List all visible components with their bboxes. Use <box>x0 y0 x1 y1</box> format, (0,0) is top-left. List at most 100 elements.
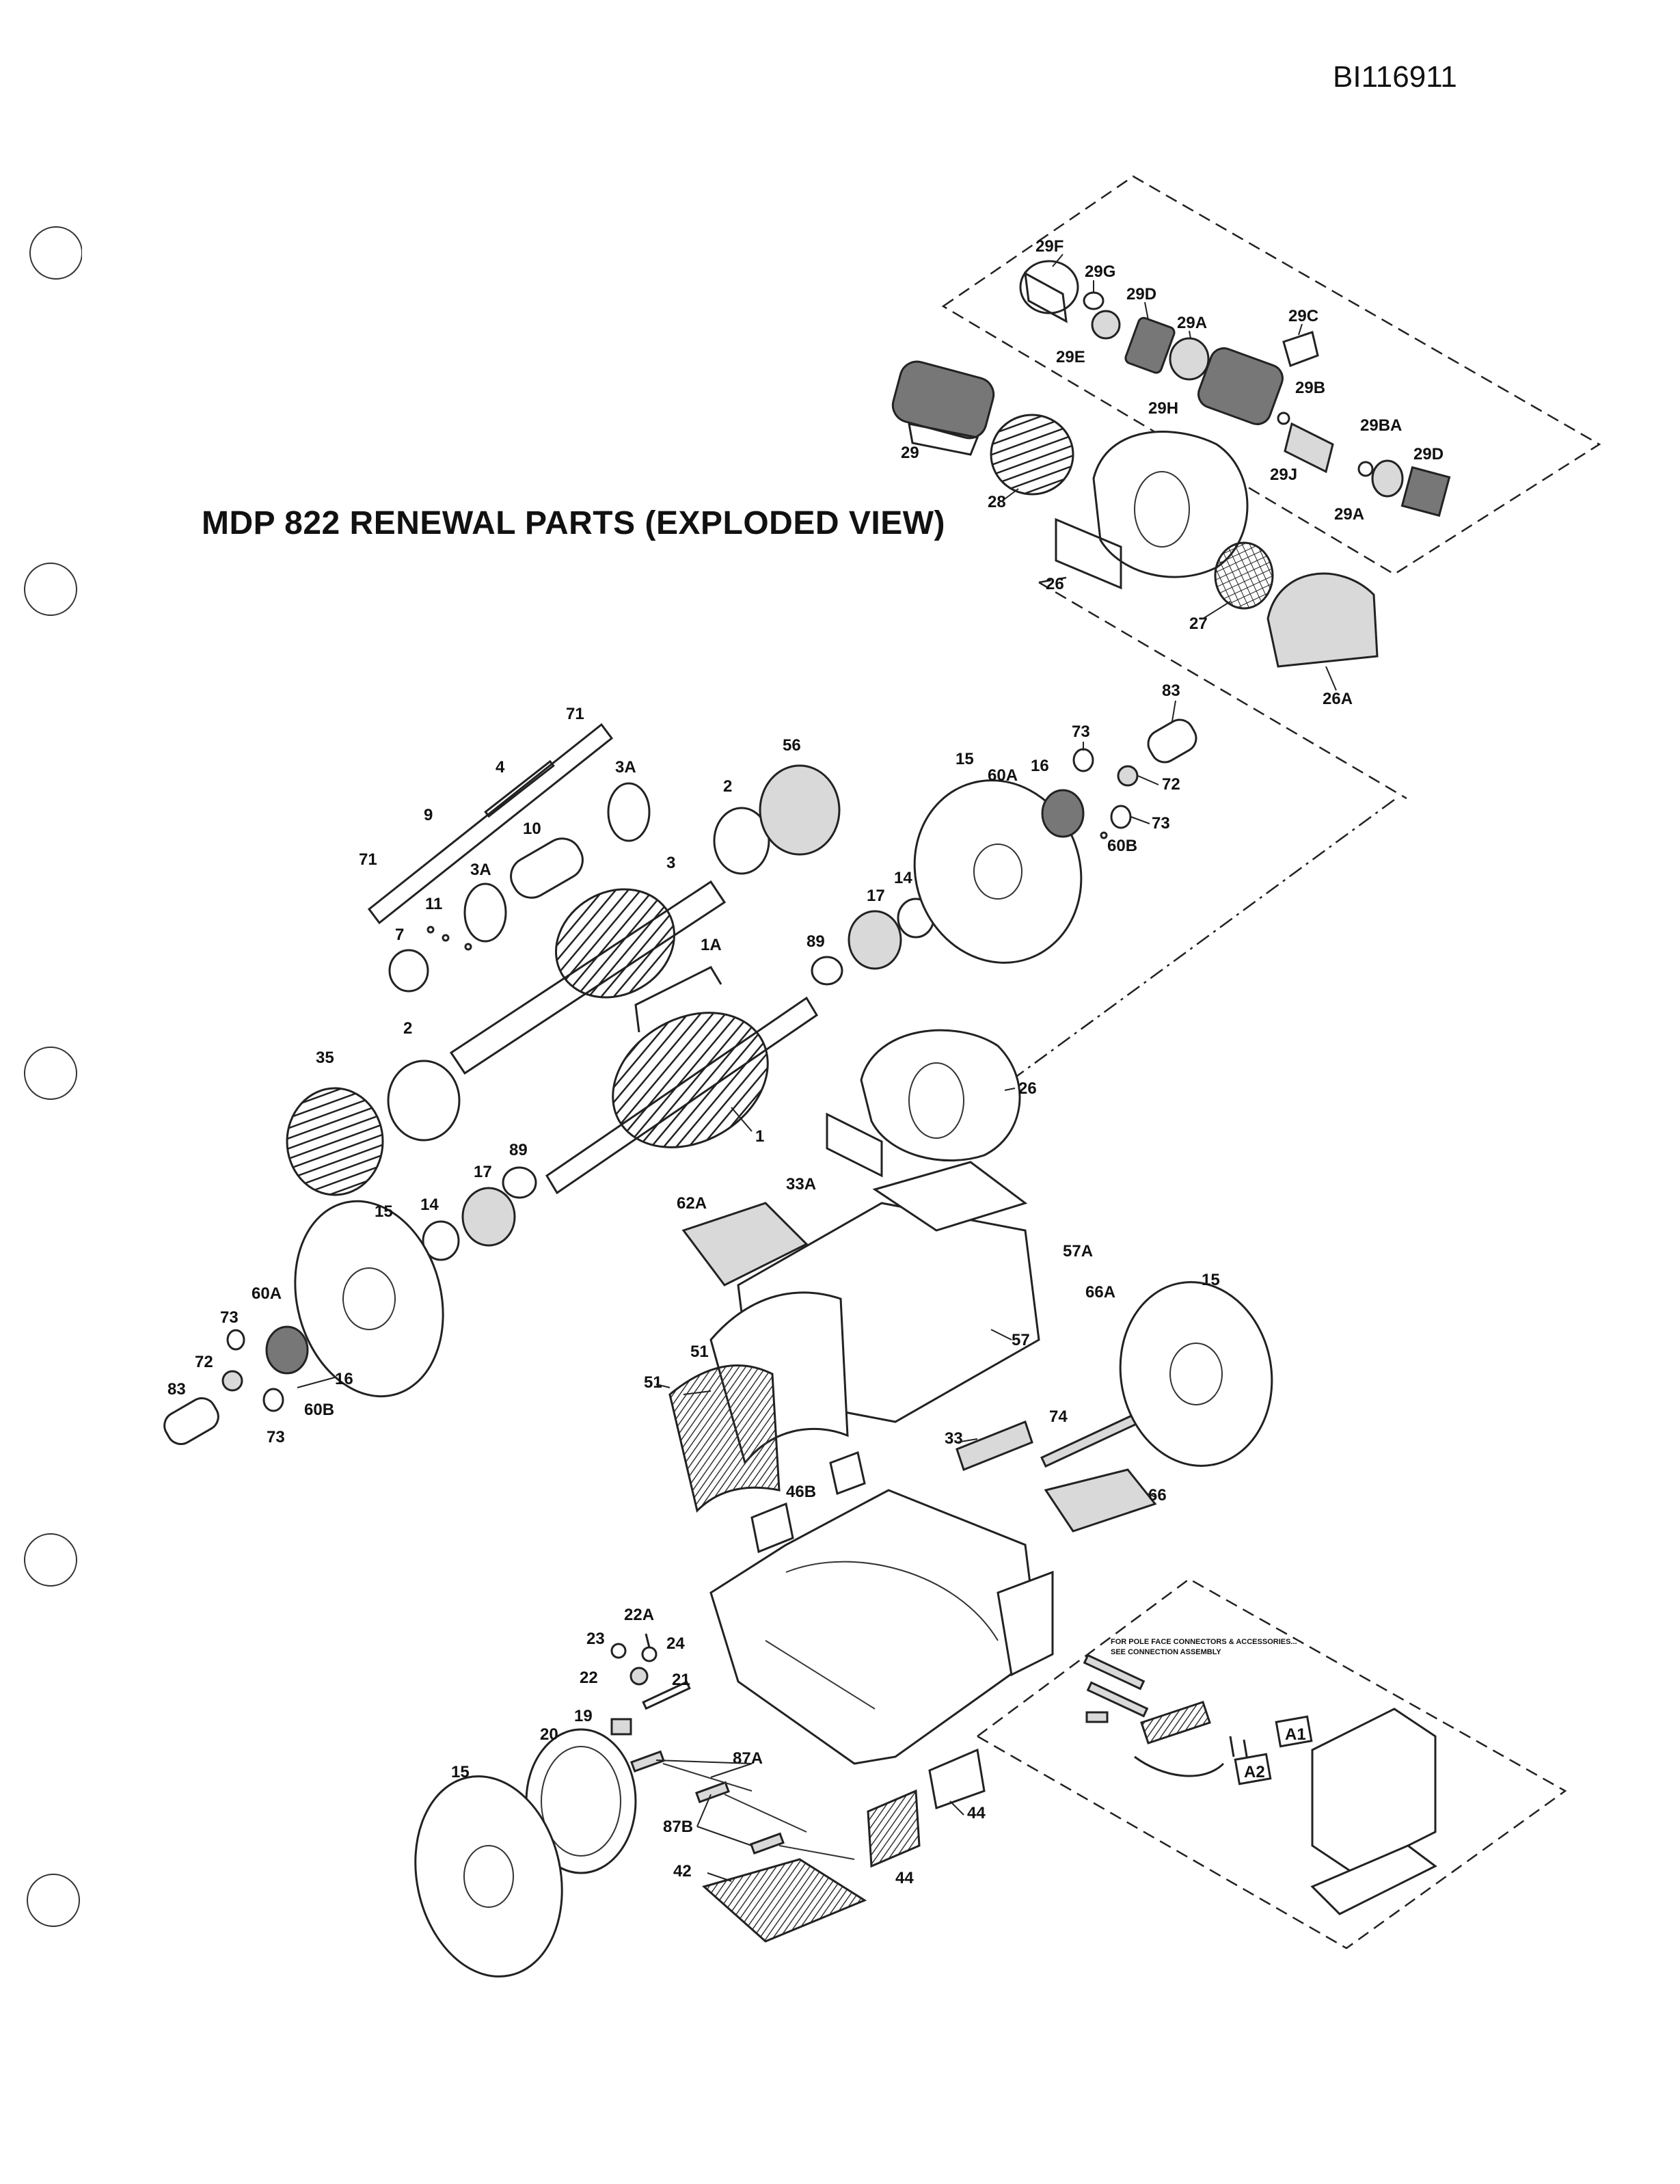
binder-holes <box>24 226 82 1927</box>
part-label: 56 <box>783 736 801 755</box>
part-label: 29C <box>1288 307 1318 325</box>
part-label: 15 <box>956 750 974 768</box>
part-label: 29G <box>1085 262 1115 281</box>
bearing-housing-16-upper <box>1041 789 1085 838</box>
cap-29a <box>1169 337 1210 381</box>
binder-hole-5 <box>27 1874 80 1927</box>
end-frame-15-upper-hub <box>973 844 1022 900</box>
key-4 <box>484 759 555 818</box>
part-label: 42 <box>673 1862 692 1880</box>
leader-line <box>1189 330 1191 339</box>
leader-line <box>683 1390 712 1395</box>
resistor-66 <box>1044 1468 1157 1533</box>
part-label: 51 <box>644 1373 662 1392</box>
pin-11a <box>426 926 435 934</box>
strap-1a <box>634 966 722 1033</box>
part-label: 44 <box>967 1804 986 1822</box>
shaft-9 <box>367 723 614 925</box>
accessories-group: FOR POLE FACE CONNECTORS & ACCESSORIES..… <box>975 1578 1567 1950</box>
part-label: 35 <box>316 1049 334 1067</box>
part-label: 26A <box>1323 690 1353 708</box>
leader-line <box>655 1384 670 1388</box>
part-label: 3 <box>666 854 675 872</box>
plate-46b-b <box>829 1451 866 1496</box>
commutator-35 <box>286 1087 384 1196</box>
part-label: 46B <box>786 1483 816 1501</box>
part-label: 1 <box>755 1127 764 1146</box>
part-label: 17 <box>867 887 885 905</box>
cable-lead <box>1134 1755 1225 1777</box>
part-label: 29F <box>1035 237 1063 256</box>
part-label: A2 <box>1244 1763 1265 1781</box>
blower-housing-26-lower-inlet <box>908 1062 964 1139</box>
pipe-83-upper <box>1147 718 1197 764</box>
part-label: 14 <box>420 1196 439 1214</box>
part-label: 28 <box>988 493 1006 511</box>
washer-29ba <box>1357 461 1374 477</box>
fan-29e <box>1091 310 1121 340</box>
blower-housing-26 <box>1055 431 1249 590</box>
part-label: 26 <box>1018 1079 1037 1098</box>
part-label: 57A <box>1063 1242 1093 1260</box>
part-label: 29H <box>1148 399 1178 418</box>
part-label: 73 <box>1072 723 1090 741</box>
part-label: 66A <box>1085 1283 1115 1302</box>
blower-motor-29 <box>891 360 995 440</box>
blower-housing-26-lower <box>826 1029 1021 1178</box>
brush-23 <box>610 1643 627 1659</box>
leader-line <box>1144 301 1149 321</box>
part-label: 89 <box>807 932 825 951</box>
part-label: 29A <box>1334 505 1364 524</box>
part-label: 33A <box>786 1175 816 1194</box>
frame-yoke-box <box>872 1161 1028 1232</box>
pin-11b <box>442 934 450 942</box>
part-labels: 29F 29G 29D 29A 29C 29E 29B 29H 29BA 29 … <box>167 237 1444 1887</box>
leader-line <box>1202 601 1231 619</box>
washer-29b <box>1277 412 1290 425</box>
part-label: 60A <box>252 1284 282 1303</box>
accessories-note-line2: SEE CONNECTION ASSEMBLY <box>1111 1648 1221 1656</box>
leader-line <box>1004 1088 1016 1091</box>
part-label: 83 <box>1162 682 1180 700</box>
cable-87b-a <box>695 1781 730 1804</box>
part-label: 29 <box>901 444 919 462</box>
part-label: 29BA <box>1360 416 1402 435</box>
cover-62a <box>681 1202 809 1286</box>
armature-1-core <box>612 1012 769 1148</box>
part-label: 24 <box>666 1634 685 1653</box>
part-label: 89 <box>509 1141 528 1159</box>
leader-line <box>990 1329 1012 1340</box>
leader-line <box>707 1872 732 1882</box>
gasket-73-upper-b <box>1110 805 1132 829</box>
part-label: 11 <box>425 895 442 913</box>
end-frame-15-left <box>294 1200 444 1398</box>
connector-bar-1 <box>1083 1654 1146 1690</box>
cabinet-base <box>1310 1844 1437 1915</box>
cover-29c <box>1282 331 1319 367</box>
part-label: 15 <box>451 1763 470 1781</box>
plug-72-upper <box>1117 765 1139 787</box>
part-label: 20 <box>540 1725 558 1744</box>
leader-line <box>1148 1493 1156 1498</box>
motor-stator-29h <box>1197 347 1284 425</box>
leader-line <box>731 1107 753 1132</box>
part-label: 73 <box>1152 814 1170 833</box>
part-label: 17 <box>474 1163 492 1181</box>
cable-87b-b <box>750 1832 785 1855</box>
cable-87a-wires <box>662 1763 855 1860</box>
flange-2-lower <box>387 1060 461 1142</box>
pipe-83-lower <box>163 1397 219 1445</box>
part-label: 15 <box>1202 1271 1220 1289</box>
part-label: 72 <box>1162 775 1180 794</box>
terminal-board <box>1140 1701 1211 1744</box>
frame-group <box>414 798 1395 1978</box>
part-label: 72 <box>195 1353 213 1371</box>
end-frame-15-right-hub <box>1169 1343 1223 1405</box>
part-label: 22A <box>624 1606 654 1624</box>
leader-line <box>949 1801 964 1816</box>
leader-line <box>696 1794 753 1846</box>
blower-dashed-frame-lower <box>1038 576 1407 800</box>
accessories-note-line1: FOR POLE FACE CONNECTORS & ACCESSORIES..… <box>1111 1638 1297 1646</box>
commutator-56 <box>759 764 841 856</box>
